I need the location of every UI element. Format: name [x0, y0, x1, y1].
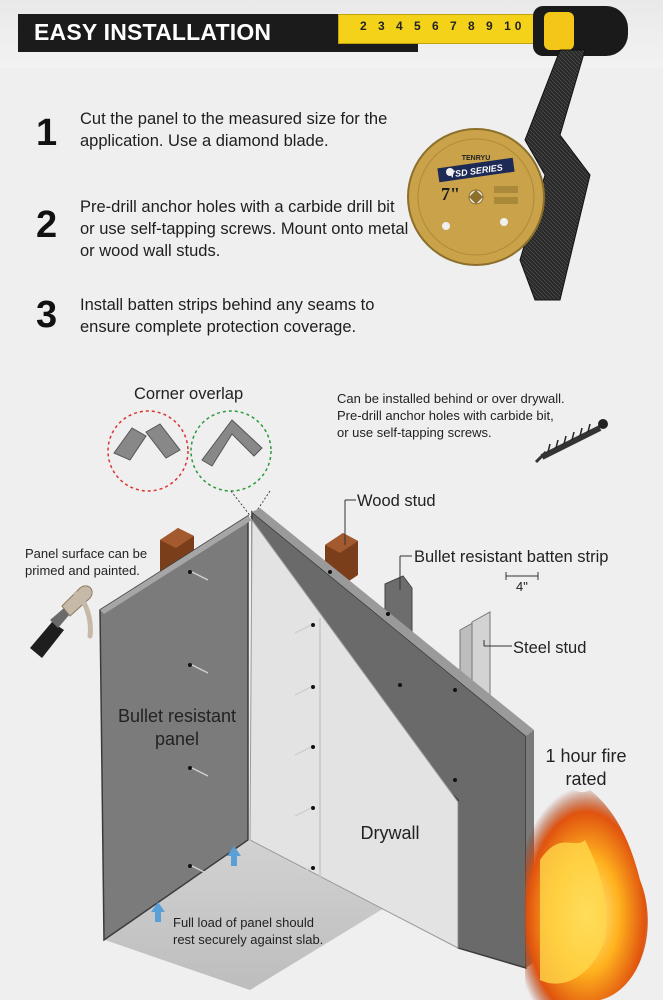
- saw-blade-icon: TENRYU TSD SERIES 7": [407, 128, 545, 266]
- step-2-text: Pre-drill anchor holes with a carbide dr…: [80, 198, 409, 260]
- paint-note-line-2: primed and painted.: [25, 563, 140, 578]
- drywall-label: Drywall: [360, 823, 420, 843]
- batten-strip-label: Bullet resistant batten strip: [414, 548, 609, 566]
- blade-brand: TENRYU: [462, 155, 491, 162]
- bullet-resistant-panel-left: [99, 514, 249, 942]
- corner-overlap-label: Corner overlap: [134, 385, 244, 403]
- panel-label-line-2: panel: [154, 729, 200, 749]
- step-3-number: 3: [36, 294, 58, 336]
- install-note-line-2: Pre-drill anchor holes with carbide bit,: [337, 408, 554, 423]
- install-note-line-1: Can be installed behind or over drywall.: [337, 391, 565, 406]
- screw-shafts: [191, 571, 312, 877]
- callout-lines: [344, 499, 539, 647]
- step-1-number: 1: [36, 112, 58, 154]
- fire-label-line-1: 1 hour fire: [545, 746, 627, 766]
- panel-label-line-1: Bullet resistant: [117, 706, 237, 726]
- page-title: EASY INSTALLATION: [34, 19, 272, 45]
- screw-icon: [534, 419, 608, 464]
- step-1-text: Cut the panel to the measured size for t…: [80, 110, 388, 150]
- paintbrush-icon: [30, 585, 93, 658]
- wood-stud-label: Wood stud: [357, 492, 436, 510]
- install-note-line-3: or use self-tapping screws.: [337, 425, 492, 440]
- slab-note-line-1: Full load of panel should: [173, 915, 314, 930]
- step-3-text: Install batten strips behind any seams t…: [80, 296, 375, 336]
- corner-detail-bad: [107, 410, 189, 492]
- paint-note-line-1: Panel surface can be: [25, 546, 148, 561]
- arrow-up-icon: [151, 846, 241, 922]
- steel-stud-label: Steel stud: [513, 639, 587, 657]
- tape-ribbon: [519, 49, 591, 301]
- corner-detail-good: [190, 410, 272, 492]
- step-2-number: 2: [36, 204, 58, 246]
- drywall-panel: [249, 518, 459, 949]
- fire-label-line-2: rated: [565, 769, 607, 789]
- panel-screws: [188, 570, 457, 870]
- slab-note-line-2: rest securely against slab.: [173, 932, 324, 947]
- fire-icon: [525, 786, 648, 1000]
- blade-size: 7": [441, 184, 460, 204]
- batten-width-label: 4": [516, 579, 528, 594]
- tape-measure-accent: [544, 12, 574, 50]
